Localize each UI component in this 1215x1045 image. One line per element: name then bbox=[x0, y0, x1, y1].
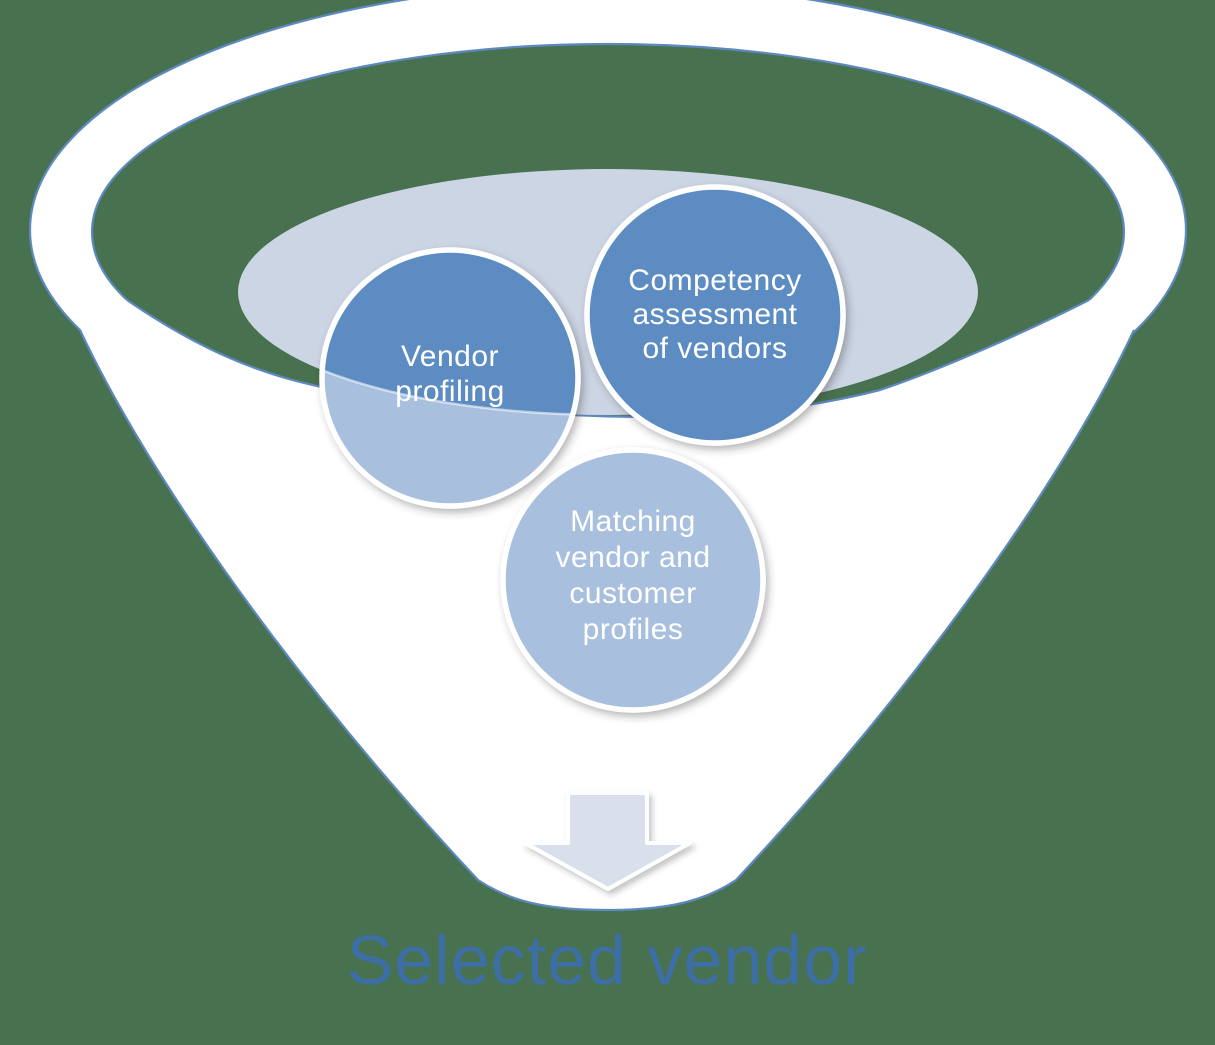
bubble-matching-profiles: Matching vendor and customer profiles bbox=[500, 447, 766, 713]
bubble-label-line: Competency bbox=[628, 264, 801, 297]
bubble-label-line: profiles bbox=[583, 613, 684, 646]
down-arrow-icon bbox=[523, 791, 692, 891]
bubble-label-line: profiling bbox=[395, 375, 505, 408]
bubble-label-line: Matching bbox=[570, 505, 696, 538]
bubble-vendor-profiling-ring bbox=[319, 247, 581, 509]
bubble-label-line: customer bbox=[569, 577, 696, 610]
bubble-matching-body bbox=[503, 450, 763, 710]
bubble-vendor-profiling-submerged-part bbox=[322, 250, 578, 417]
bubble-label-line: vendor and bbox=[555, 541, 710, 574]
bubble-competency-body bbox=[587, 187, 843, 443]
result-label: Selected vendor bbox=[347, 921, 868, 999]
bubble-competency-ring bbox=[584, 184, 846, 446]
bubble-competency-assessment: Competency assessment of vendors bbox=[584, 184, 846, 446]
bubble-label-line: of vendors bbox=[642, 332, 787, 365]
bubble-vendor-profiling: Vendor profiling bbox=[319, 247, 581, 509]
bubble-matching-ring bbox=[500, 447, 766, 713]
bubble-label-line: Vendor bbox=[401, 340, 499, 373]
bubble-label-line: assessment bbox=[632, 298, 797, 331]
funnel-cone-outer-edge bbox=[79, 329, 1135, 912]
